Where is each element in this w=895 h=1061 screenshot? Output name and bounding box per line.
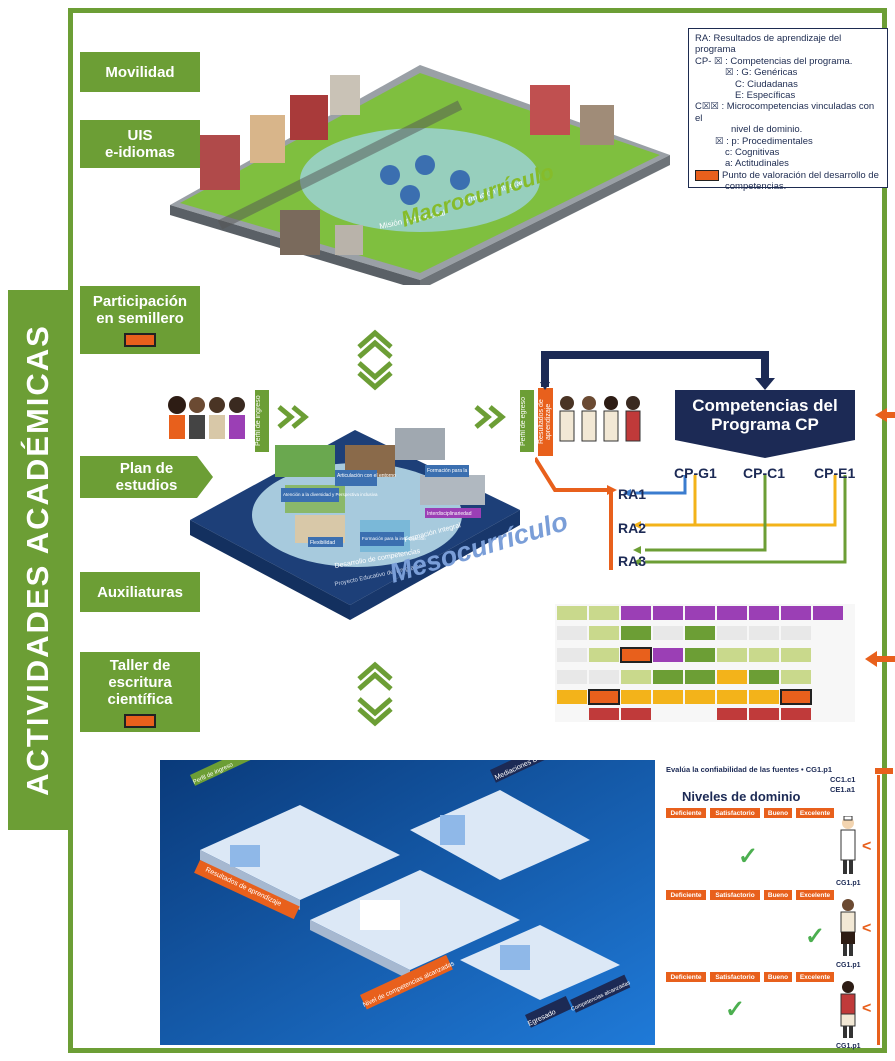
competencias-box-line-2: Programa CP [711,415,819,434]
legend-line: a: Actitudinales [725,158,789,170]
check-icon: ✓ [805,923,826,950]
competencias-connectors [535,351,895,570]
tab-taller-label-2: escritura [108,673,172,691]
legend-line: nivel de dominio. [731,124,803,136]
level-excelente: Excelente [796,972,834,982]
legend-line: competencias. [725,181,787,193]
tab-uis-label-2: e-idiomas [104,144,176,161]
tab-plan-estudios: Plan de estudios [80,456,213,498]
macro-city-illustration: Misión institucional Formación integral [170,65,670,285]
micro-evalua-text: Evalúa la confiabilidad de las fuentes •… [666,765,833,774]
level-satisfactorio: Satisfactorio [710,972,760,982]
micro-cc-text: CC1.c1 [830,775,856,784]
atencion-diversidad-label: Atención a la diversidad y Perspectiva i… [283,492,378,497]
level-deficiente: Deficiente [666,972,706,982]
assessment-point-marker [124,333,156,347]
legend-line: C: Ciudadanas [735,78,798,90]
legend-line: C☒☒ : Microcompetencias vinculadas con e… [695,101,875,124]
level-excelente: Excelente [796,808,834,818]
perfil-egreso-label: Perfil de egreso [520,396,527,446]
student-figure-icon [840,899,856,956]
tab-taller-escritura: Taller de escritura científica [80,652,200,732]
tab-auxiliaturas-label: Auxiliaturas [97,583,183,601]
legend-line: c: Cognitivas [725,147,780,159]
tab-plan-label-1: Plan de [119,460,174,477]
plan-estudios-matrix [555,604,855,722]
tab-plan-label-2: estudios [115,477,178,494]
legend-box: RA: Resultados de aprendizaje del progra… [688,28,888,192]
tab-taller-label-1: Taller de [109,656,171,674]
ra1-label: RA1 [618,486,647,502]
interdisciplinariedad-label: Interdisciplinariedad [427,511,472,517]
students-icon [168,396,245,439]
cg-tag: CG1.p1 [836,1043,861,1050]
ra2-label: RA2 [618,520,647,536]
arrow-right-icon [474,405,506,429]
chevron-left-icon: < [862,1000,872,1017]
legend-line: ☒ : p: Procedimentales [715,135,813,147]
level-bueno: Bueno [764,972,792,982]
formacion-innovacion-label: Formación para la innovación [427,468,493,474]
level-bueno: Bueno [764,808,792,818]
side-title-bar: ACTIVIDADES ACADÉMICAS [8,290,68,830]
cg-tag: CG1.p1 [836,880,861,887]
tab-uis-label-1: UIS [127,127,153,144]
legend-line: Punto de valoración del desarrollo de [722,169,879,181]
tab-participacion-label-2: en semillero [96,310,184,327]
tab-movilidad-label: Movilidad [105,63,175,81]
student-figure-icon [840,981,856,1038]
perfil-egreso-bar: Perfil de egreso [520,390,534,452]
formacion-investigacion-label: Formación para la investigación [362,536,426,541]
level-deficiente: Deficiente [666,808,706,818]
chevrons-up-down [357,329,393,391]
cg-tag: CG1.p1 [836,962,861,969]
chevrons-up-down [357,661,393,727]
arrow-right-icon [277,405,309,429]
legend-line: ☒ : G: Genéricas [725,67,798,79]
legend-line: CP- ☒ : Competencias del programa. [695,55,853,67]
articulacion-label: Articulación con el entorno [337,473,396,479]
assessment-point-marker [875,768,893,774]
level-satisfactorio: Satisfactorio [710,808,760,818]
flexibilidad-label: Flexibilidad [310,540,335,546]
tab-taller-label-3: científica [107,690,173,708]
tab-movilidad: Movilidad [80,52,200,92]
meso-platform-illustration: Articulación con el entorno Formación pa… [190,428,520,620]
level-bueno: Bueno [764,890,792,900]
tab-auxiliaturas: Auxiliaturas [80,572,200,612]
side-title: ACTIVIDADES ACADÉMICAS [20,324,56,796]
assessment-point-marker [124,713,156,728]
level-excelente: Excelente [796,890,834,900]
orange-connector-line [877,775,880,1045]
ra3-label: RA3 [618,553,647,569]
micro-ce-text: CE1.a1 [830,785,856,794]
outer-frame [68,8,887,1053]
assessment-point-swatch [695,169,719,181]
legend-line: E: Específicas [735,90,796,102]
tab-uis-eidiomas: UIS e-idiomas [80,120,200,168]
perfil-ingreso-bar: Perfil de ingreso [255,390,269,452]
cp-e1-label: CP-E1 [814,465,856,481]
level-deficiente: Deficiente [666,890,706,900]
chevron-left-icon: < [862,920,872,937]
tab-participacion-semillero: Participación en semillero [80,286,200,354]
chevron-left-icon: < [862,838,872,855]
check-icon: ✓ [725,996,746,1023]
level-satisfactorio: Satisfactorio [710,890,760,900]
graduates-icon [559,396,641,442]
legend-line: RA: Resultados de aprendizaje del progra… [695,33,842,56]
cp-g1-label: CP-G1 [674,465,717,481]
niveles-dominio-title: Niveles de dominio [682,789,801,804]
double-arrow-icon [865,651,895,667]
resultados-aprendizaje-bar: Resultados de aprendizaje [538,388,553,456]
check-icon: ✓ [738,843,759,870]
student-figure-icon [840,816,856,874]
cp-c1-label: CP-C1 [743,465,786,481]
micro-scene-illustration: Resultados de aprendizaje Perfil de ingr… [160,760,655,1045]
competencias-box-line-1: Competencias del [692,396,838,415]
tab-participacion-label-1: Participación [92,293,188,310]
